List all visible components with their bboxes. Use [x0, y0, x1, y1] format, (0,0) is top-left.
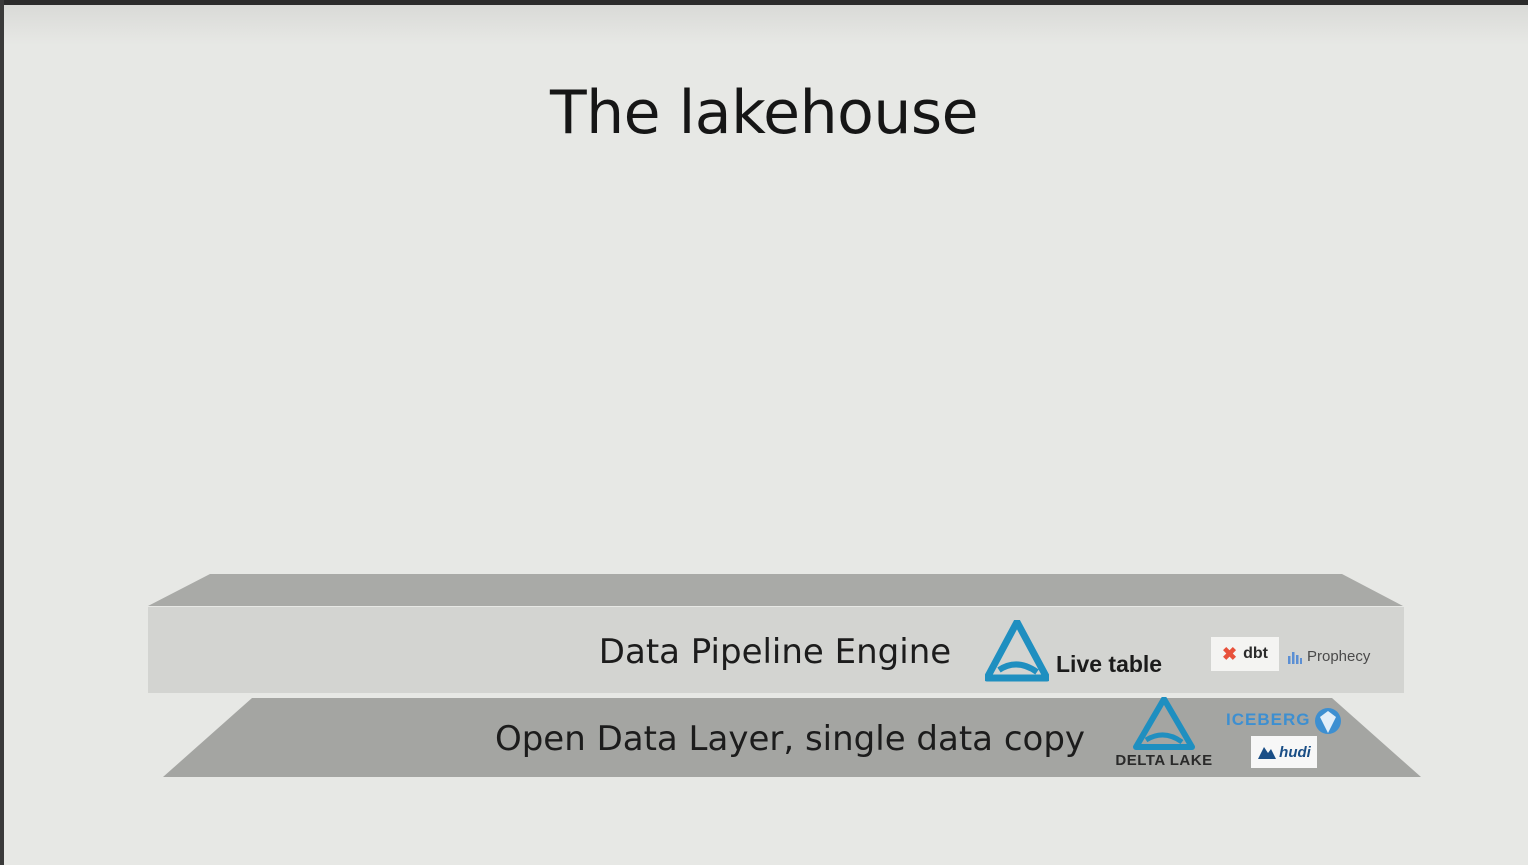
- open-data-layer: [163, 698, 1421, 777]
- slide-top-shadow: [4, 5, 1528, 45]
- prophecy-label: Prophecy: [1307, 648, 1371, 665]
- window-top-edge: [0, 0, 1528, 5]
- delta-lake-label: DELTA LAKE: [1115, 752, 1213, 769]
- iceberg-label: ICEBERG: [1226, 710, 1311, 729]
- pipeline-layer-front: [148, 607, 1404, 693]
- hudi-icon: [1258, 747, 1277, 759]
- delta-live-tables-icon: [985, 620, 1049, 682]
- live-table-label: Live table: [1056, 651, 1163, 677]
- pipeline-layer-label: Data Pipeline Engine: [598, 632, 952, 672]
- prophecy-bars-icon: [1288, 651, 1302, 664]
- open-data-layer-label: Open Data Layer, single data copy: [494, 719, 1086, 759]
- window-left-edge: [0, 0, 4, 865]
- dbt-icon: ✖: [1222, 643, 1238, 664]
- dbt-logo: ✖ dbt: [1211, 637, 1279, 671]
- delta-lake-icon: [1133, 697, 1195, 750]
- dbt-label: dbt: [1243, 645, 1268, 662]
- iceberg-icon: [1315, 708, 1341, 734]
- pipeline-layer-top: [148, 574, 1403, 606]
- hudi-label: hudi: [1279, 743, 1311, 761]
- hudi-logo: hudi: [1251, 736, 1317, 768]
- slide-title: The lakehouse: [549, 78, 979, 148]
- prophecy-logo: Prophecy: [1288, 648, 1370, 665]
